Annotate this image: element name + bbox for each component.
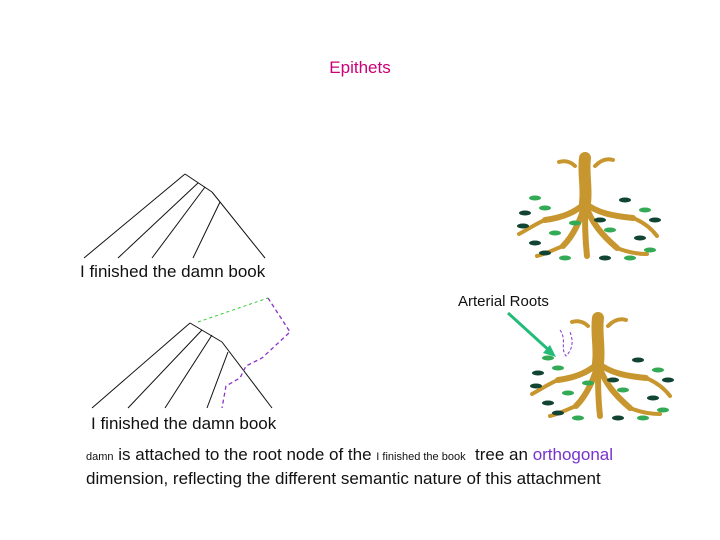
root-branch: [593, 157, 615, 168]
tree-bottom-branch-4: [206, 351, 229, 409]
roots-illustration-top: [517, 152, 661, 261]
roots-illustration-bottom: [530, 312, 674, 421]
leaf-icon: [634, 235, 646, 241]
leaf-icon: [559, 255, 571, 261]
leaf-icon: [542, 355, 554, 361]
leaf-icon: [652, 367, 664, 373]
leaf-icon: [539, 205, 551, 211]
root-branch: [530, 378, 560, 396]
leaf-icon: [617, 387, 629, 393]
leaf-icon: [594, 217, 606, 223]
leaf-icon: [572, 415, 584, 421]
arterial-roots-label: Arterial Roots: [458, 293, 549, 310]
leaf-icon: [639, 207, 651, 213]
sentence-bottom: I finished the damn book: [91, 414, 277, 433]
sentence-top: I finished the damn book: [80, 262, 266, 281]
leaf-icon: [519, 210, 531, 216]
arterial-arrow: [506, 311, 554, 355]
leaf-icon: [529, 195, 541, 201]
leaf-icon: [637, 415, 649, 421]
tree-top-branch-4: [192, 201, 221, 259]
root-branch: [591, 312, 605, 369]
root-branch: [570, 319, 590, 328]
root-branch: [644, 376, 672, 398]
leaf-icon: [542, 400, 554, 406]
leaf-icon: [657, 407, 669, 413]
leaf-icon: [604, 227, 616, 233]
leaf-icon: [552, 410, 564, 416]
leaf-icon: [529, 240, 541, 246]
leaf-icon: [619, 197, 631, 203]
root-branch: [628, 406, 662, 416]
caption-phrase: I finished the book: [376, 451, 466, 463]
tree-top-branch-3: [151, 186, 206, 259]
caption-part-1: is attached to the root node of the: [113, 445, 377, 464]
leaf-icon: [582, 380, 594, 386]
root-branch: [606, 317, 628, 328]
root-branch: [557, 159, 577, 168]
caption: damn is attached to the root node of the…: [86, 444, 720, 490]
caption-line-1: damn is attached to the root node of the…: [86, 444, 720, 468]
tree-bottom-branch-book: [221, 341, 273, 409]
root-branch: [578, 152, 592, 209]
leaf-icon: [530, 383, 542, 389]
tree-top-branch-2: [117, 182, 199, 259]
syntax-tree-bottom: [91, 322, 273, 409]
tree-bottom-branch-3: [164, 334, 213, 409]
leaf-icon: [549, 230, 561, 236]
page-title: Epithets: [329, 58, 391, 77]
leaf-icon: [647, 395, 659, 401]
leaf-icon: [562, 390, 574, 396]
caption-part-2: tree an: [465, 445, 533, 464]
leaf-icon: [624, 255, 636, 261]
syntax-tree-top: [83, 173, 266, 259]
leaf-icon: [517, 223, 529, 229]
tree-bottom-spine-1: [189, 322, 223, 343]
root-branch: [595, 360, 603, 419]
leaf-icon: [532, 370, 544, 376]
caption-word-damn: damn: [86, 451, 114, 463]
leaf-icon: [569, 220, 581, 226]
dashed-attachment-green: [197, 297, 269, 323]
root-branch: [631, 216, 659, 238]
leaf-icon: [644, 247, 656, 253]
leaf-icon: [632, 357, 644, 363]
tree-top-branch-1: [83, 173, 186, 259]
caption-line-2: dimension, reflecting the different sema…: [86, 469, 601, 488]
dashed-attachment-purple: [221, 297, 291, 409]
leaf-icon: [662, 377, 674, 383]
leaf-icon: [607, 377, 619, 383]
leaf-icon: [599, 255, 611, 261]
caption-highlight: orthogonal: [532, 445, 614, 464]
leaf-icon: [612, 415, 624, 421]
leaf-icon: [552, 365, 564, 371]
leaf-icon: [539, 250, 551, 256]
arterial-arrow-head: [543, 345, 556, 357]
tree-bottom-branch-2: [127, 329, 203, 409]
root-branch: [517, 218, 547, 236]
root-branch: [582, 200, 590, 259]
tree-top-spine-1: [184, 173, 213, 193]
tree-top-branch-book: [211, 191, 266, 259]
arterial-dashed-root: [559, 329, 573, 357]
leaf-icon: [649, 217, 661, 223]
root-branch: [615, 246, 649, 256]
tree-bottom-branch-1: [91, 322, 191, 409]
